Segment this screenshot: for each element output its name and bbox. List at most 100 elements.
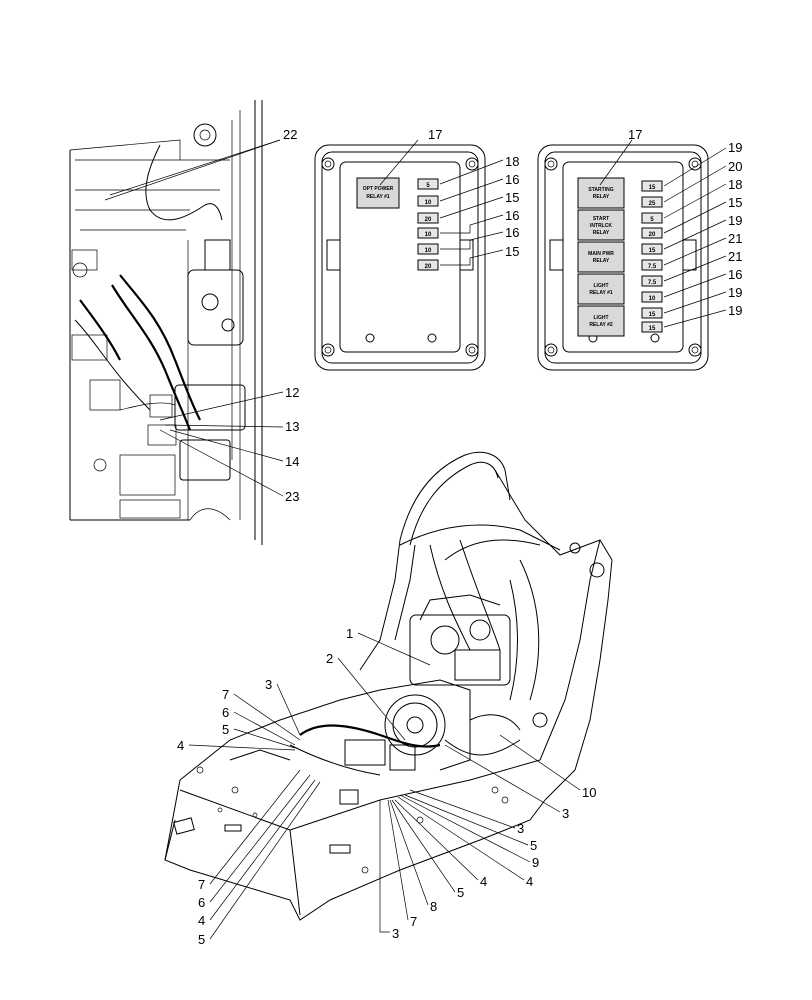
svg-text:19: 19: [728, 285, 742, 300]
svg-text:4: 4: [526, 874, 533, 889]
svg-text:5: 5: [426, 183, 430, 189]
svg-text:9: 9: [532, 855, 539, 870]
fuse-box-left-callouts: 17 18 16 15 16 16 15: [379, 127, 519, 266]
svg-text:7.5: 7.5: [648, 264, 657, 270]
svg-text:15: 15: [649, 312, 656, 318]
callout-23: 23: [285, 489, 299, 504]
callout-13: 13: [285, 419, 299, 434]
svg-text:7.5: 7.5: [648, 280, 657, 286]
svg-text:LIGHT: LIGHT: [594, 315, 609, 321]
relay-main-power: MAIN PWR RELAY: [577, 241, 625, 273]
svg-text:STARTING: STARTING: [588, 187, 613, 193]
svg-text:20: 20: [728, 159, 742, 174]
svg-text:RELAY #1: RELAY #1: [366, 194, 390, 200]
svg-text:20: 20: [649, 232, 656, 238]
svg-text:19: 19: [728, 303, 742, 318]
svg-text:5: 5: [530, 838, 537, 853]
fuse-right-7: 7.5: [641, 275, 663, 287]
callout-12: 12: [285, 385, 299, 400]
svg-text:7: 7: [198, 877, 205, 892]
svg-text:MAIN PWR: MAIN PWR: [588, 251, 614, 257]
svg-text:8: 8: [430, 899, 437, 914]
fuse-right-8: 10: [641, 291, 663, 303]
relay-starting: STARTING RELAY: [577, 177, 625, 209]
svg-text:RELAY: RELAY: [593, 194, 610, 200]
svg-text:LIGHT: LIGHT: [594, 283, 609, 289]
svg-text:RELAY #1: RELAY #1: [589, 290, 613, 296]
svg-text:5: 5: [222, 722, 229, 737]
relay-light-2: LIGHT RELAY #2: [577, 305, 625, 337]
svg-text:6: 6: [198, 895, 205, 910]
svg-text:OPT POWER: OPT POWER: [363, 186, 394, 192]
svg-text:3: 3: [562, 806, 569, 821]
svg-text:20: 20: [425, 217, 432, 223]
fuse-left-3: 20: [417, 212, 439, 224]
svg-text:INTRLCK: INTRLCK: [590, 223, 612, 229]
svg-text:5: 5: [198, 932, 205, 947]
svg-text:7: 7: [222, 687, 229, 702]
svg-text:5: 5: [650, 217, 654, 223]
detail-callouts: 22 12 13 14 23: [104, 127, 299, 504]
fuse-right-1: 15: [641, 180, 663, 192]
main-view: [164, 451, 613, 921]
callout-17-left: 17: [428, 127, 442, 142]
fuse-right-10: 15: [641, 321, 663, 333]
svg-text:10: 10: [649, 296, 656, 302]
svg-text:15: 15: [649, 326, 656, 332]
svg-text:10: 10: [425, 232, 432, 238]
svg-text:7: 7: [410, 914, 417, 929]
svg-text:10: 10: [425, 200, 432, 206]
callout-17-right: 17: [628, 127, 642, 142]
fuse-right-5: 15: [641, 243, 663, 255]
svg-text:5: 5: [457, 885, 464, 900]
detail-view: [69, 100, 263, 545]
svg-text:3: 3: [265, 677, 272, 692]
svg-text:10: 10: [425, 248, 432, 254]
fuse-box-right: STARTING RELAY START INTRLCK RELAY MAIN …: [537, 144, 709, 371]
svg-text:18: 18: [728, 177, 742, 192]
svg-text:3: 3: [517, 821, 524, 836]
fuse-left-5: 10: [417, 243, 439, 255]
svg-text:15: 15: [505, 244, 519, 259]
svg-text:18: 18: [505, 154, 519, 169]
svg-text:25: 25: [649, 201, 656, 207]
svg-text:RELAY: RELAY: [593, 230, 610, 236]
relay-start-interlock: START INTRLCK RELAY: [577, 209, 625, 241]
fuse-right-4: 20: [641, 227, 663, 239]
svg-text:RELAY #2: RELAY #2: [589, 322, 613, 328]
callout-22: 22: [283, 127, 297, 142]
svg-text:RELAY: RELAY: [593, 258, 610, 264]
fuse-right-9: 15: [641, 307, 663, 319]
fuse-box-left: OPT POWER RELAY #1 5 10 20 10 10 20: [314, 144, 486, 371]
svg-text:16: 16: [505, 172, 519, 187]
fuse-left-4: 10: [417, 227, 439, 239]
fuse-right-6: 7.5: [641, 259, 663, 271]
fuse-left-6: 20: [417, 259, 439, 271]
svg-text:1: 1: [346, 626, 353, 641]
fuse-right-3: 5: [641, 212, 663, 224]
svg-text:16: 16: [505, 225, 519, 240]
svg-text:4: 4: [480, 874, 487, 889]
svg-text:4: 4: [198, 913, 205, 928]
relay-light-1: LIGHT RELAY #1: [577, 273, 625, 305]
svg-text:21: 21: [728, 231, 742, 246]
fuse-left-1: 5: [417, 178, 439, 190]
fuse-box-right-callouts: 17 19 20 18 15 19 21 21 16 19 19: [599, 127, 742, 328]
svg-text:START: START: [593, 216, 609, 222]
svg-text:6: 6: [222, 705, 229, 720]
svg-text:4: 4: [177, 738, 184, 753]
svg-text:15: 15: [728, 195, 742, 210]
svg-text:19: 19: [728, 140, 742, 155]
svg-text:15: 15: [649, 185, 656, 191]
fuse-left-2: 10: [417, 195, 439, 207]
svg-text:15: 15: [649, 248, 656, 254]
svg-text:15: 15: [505, 190, 519, 205]
svg-text:16: 16: [505, 208, 519, 223]
svg-text:10: 10: [582, 785, 596, 800]
svg-text:16: 16: [728, 267, 742, 282]
svg-text:20: 20: [425, 264, 432, 270]
main-view-callouts: 1 2 3 7 6 5 4 10 3 3 5 9 4 4 5 8 7 3 7: [177, 626, 596, 947]
svg-text:19: 19: [728, 213, 742, 228]
svg-text:2: 2: [326, 651, 333, 666]
